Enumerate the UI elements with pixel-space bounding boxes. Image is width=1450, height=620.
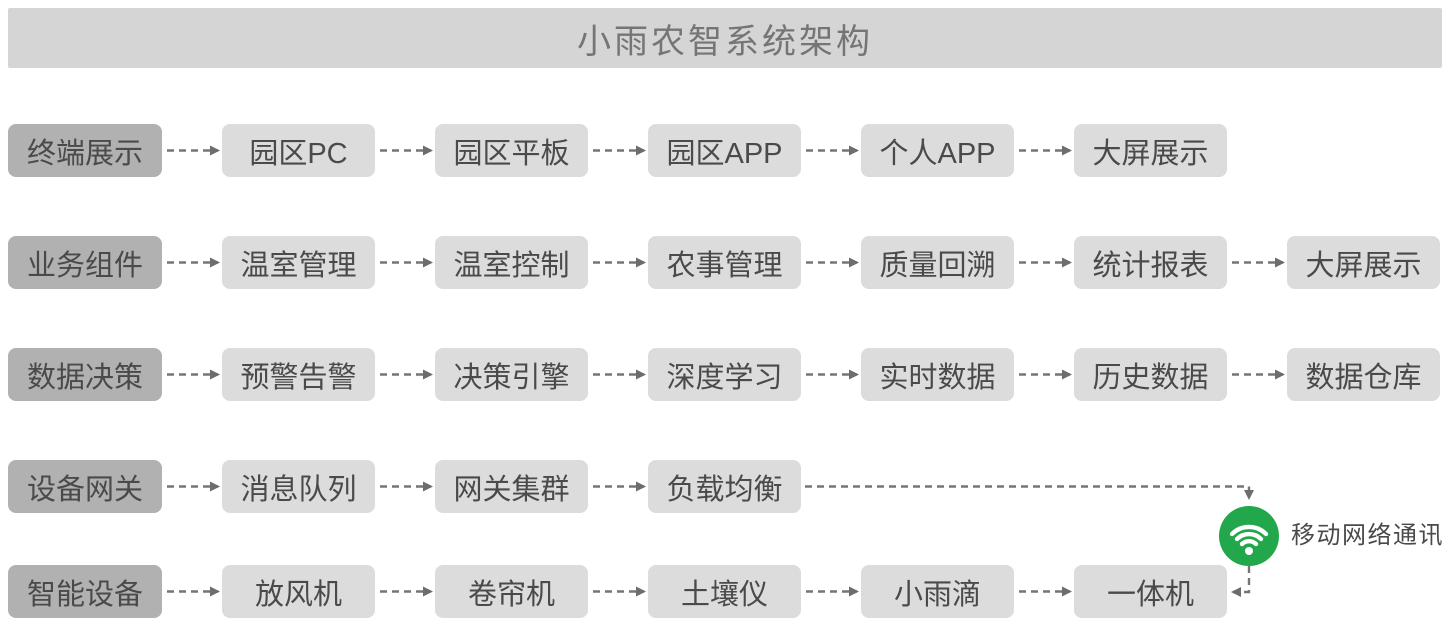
- node-box: 大屏展示: [1074, 124, 1227, 177]
- node-box: 温室控制: [435, 236, 588, 289]
- wifi-label: 移动网络通讯: [1291, 522, 1444, 549]
- node-box: 预警告警: [222, 348, 375, 401]
- node-box: 土壤仪: [648, 565, 801, 618]
- node-box: 个人APP: [861, 124, 1014, 177]
- node-box: 园区PC: [222, 124, 375, 177]
- node-box: 小雨滴: [861, 565, 1014, 618]
- row-label: 设备网关: [8, 460, 162, 513]
- node-box: 温室管理: [222, 236, 375, 289]
- node-box: 统计报表: [1074, 236, 1227, 289]
- node-box: 卷帘机: [435, 565, 588, 618]
- node-box: 一体机: [1074, 565, 1227, 618]
- node-box: 负载均衡: [648, 460, 801, 513]
- node-box: 网关集群: [435, 460, 588, 513]
- dashed-arrow: [805, 485, 1254, 500]
- node-box: 园区APP: [648, 124, 801, 177]
- row-label: 智能设备: [8, 565, 162, 618]
- row-label: 数据决策: [8, 348, 162, 401]
- node-box: 历史数据: [1074, 348, 1227, 401]
- title-bar: 小雨农智系统架构: [8, 8, 1442, 68]
- node-box: 农事管理: [648, 236, 801, 289]
- wifi-icon-circle: [1219, 506, 1279, 566]
- node-box: 放风机: [222, 565, 375, 618]
- node-box: 深度学习: [648, 348, 801, 401]
- row-label: 业务组件: [8, 236, 162, 289]
- dashed-arrow: [1231, 566, 1251, 597]
- node-box: 大屏展示: [1287, 236, 1440, 289]
- page-title: 小雨农智系统架构: [577, 22, 873, 61]
- node-box: 质量回溯: [861, 236, 1014, 289]
- row-label: 终端展示: [8, 124, 162, 177]
- node-box: 消息队列: [222, 460, 375, 513]
- wifi-icon: [1219, 506, 1279, 566]
- node-box: 数据仓库: [1287, 348, 1440, 401]
- node-box: 实时数据: [861, 348, 1014, 401]
- node-box: 决策引擎: [435, 348, 588, 401]
- node-box: 园区平板: [435, 124, 588, 177]
